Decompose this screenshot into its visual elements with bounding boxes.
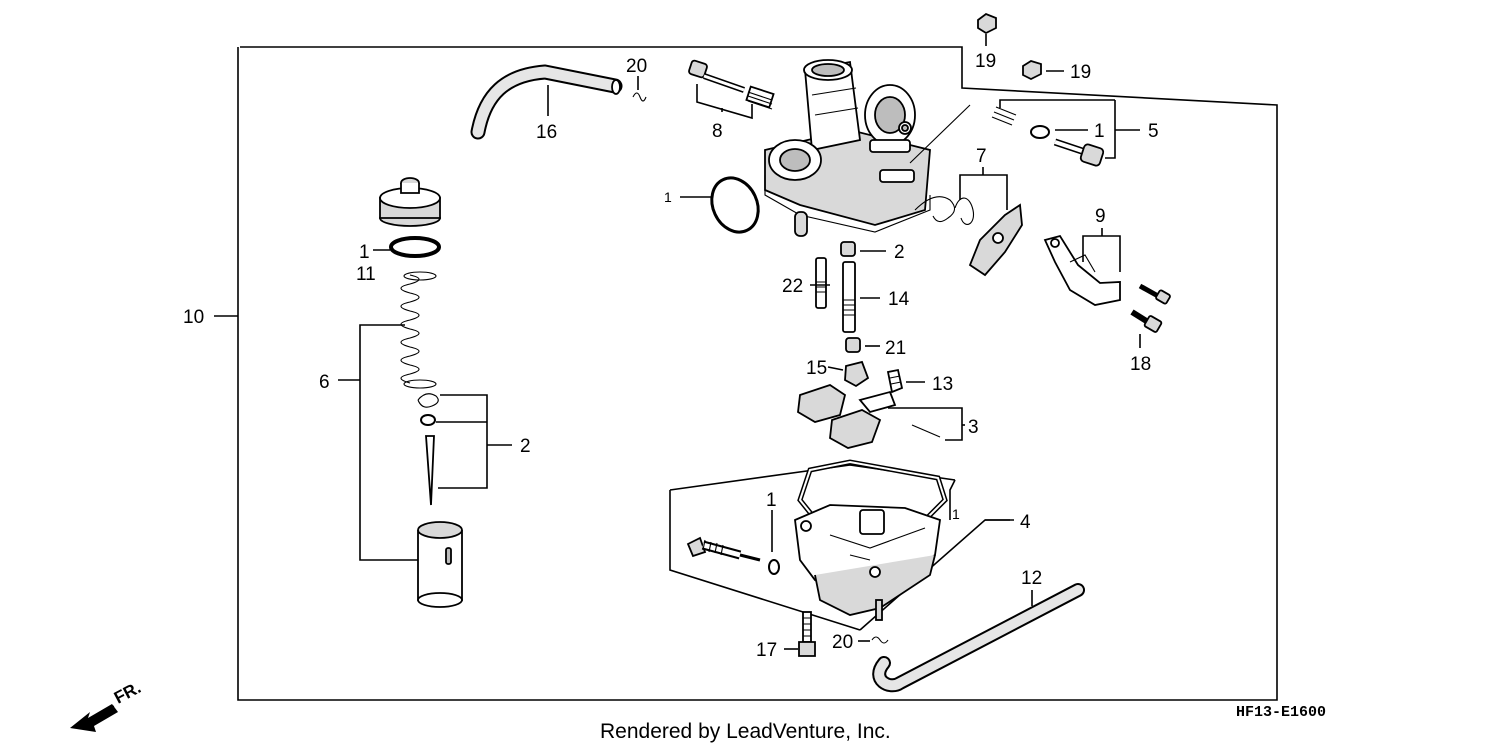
slow-jet-22 xyxy=(815,257,827,309)
callout-1-gasket: 1 xyxy=(952,506,960,522)
vent-tube-16 xyxy=(470,64,623,140)
leader-9 xyxy=(1082,235,1121,272)
drain-screw xyxy=(686,536,761,562)
credit-text: Rendered by LeadVenture, Inc. xyxy=(600,720,891,743)
bowl-group-outline xyxy=(669,464,1010,631)
jet-needle xyxy=(425,435,435,506)
leader-6 xyxy=(359,324,418,561)
callout-22: 22 xyxy=(782,276,803,297)
throttle-valve-spring xyxy=(400,271,437,389)
float-valve-13 xyxy=(886,368,904,394)
needle-jet-holder-14 xyxy=(842,261,856,333)
float-chamber xyxy=(794,504,941,621)
assembly-boundary-line xyxy=(237,46,1278,701)
clip-20-top xyxy=(632,92,647,102)
screw-18-b xyxy=(1130,309,1163,333)
cap-19-b xyxy=(1022,60,1042,81)
needle-washer xyxy=(420,414,436,426)
throttle-stop-screw-8 xyxy=(688,59,775,110)
callout-19-b: 19 xyxy=(1070,62,1091,83)
callout-5: 5 xyxy=(1148,121,1159,142)
callout-1-intake: 1 xyxy=(664,189,672,205)
float-3 xyxy=(797,384,941,449)
callout-3: 3 xyxy=(968,417,979,438)
leader-8 xyxy=(696,84,753,120)
diagram-code: HF13-E1600 xyxy=(1236,704,1326,721)
clip-20-bottom xyxy=(871,636,889,644)
callout-15: 15 xyxy=(806,358,827,379)
front-label: FR. xyxy=(111,678,144,708)
callout-11: 11 xyxy=(356,264,376,285)
leader-3 xyxy=(888,407,963,441)
callout-1-cap: 1 xyxy=(359,242,370,263)
callout-2-needle: 2 xyxy=(520,436,531,457)
callout-13: 13 xyxy=(932,374,953,395)
callout-1-bowl: 1 xyxy=(766,490,777,511)
oring-1-cap xyxy=(389,236,441,258)
callout-20-top: 20 xyxy=(626,56,647,77)
carburetor-body xyxy=(764,59,931,237)
front-arrow-icon xyxy=(70,704,118,732)
pilot-screw-set-5 xyxy=(909,104,1105,167)
callout-2-seat: 2 xyxy=(894,242,905,263)
float-valve-15 xyxy=(844,360,870,388)
needle-seat-2 xyxy=(840,241,856,257)
callout-17: 17 xyxy=(756,640,777,661)
callout-18: 18 xyxy=(1130,354,1151,375)
throttle-lever-7 xyxy=(914,196,1023,277)
bracket-9 xyxy=(1043,234,1121,306)
callout-7: 7 xyxy=(976,146,987,167)
callout-4: 4 xyxy=(1020,512,1031,533)
screw-17 xyxy=(798,611,816,657)
callout-21: 21 xyxy=(885,338,906,359)
callout-10: 10 xyxy=(183,307,204,328)
callout-6: 6 xyxy=(319,372,330,393)
leader-15 xyxy=(827,366,844,371)
callout-19-a: 19 xyxy=(975,51,996,72)
callout-1-screw: 1 xyxy=(1094,121,1105,142)
callout-9: 9 xyxy=(1095,206,1106,227)
throttle-valve xyxy=(417,521,463,608)
oring-1-bowl xyxy=(768,559,780,575)
leader-7 xyxy=(959,174,1008,210)
main-jet-21 xyxy=(845,337,861,353)
carburetor-top-cap xyxy=(379,177,441,227)
needle-clip xyxy=(417,393,439,408)
screw-18-a xyxy=(1138,283,1171,305)
callout-8: 8 xyxy=(712,121,723,142)
callout-20-bottom: 20 xyxy=(832,632,853,653)
callout-14: 14 xyxy=(888,289,910,310)
leader-2-needle xyxy=(438,394,488,489)
callout-12: 12 xyxy=(1021,568,1042,589)
oring-1-intake xyxy=(710,176,760,234)
drain-tube-12 xyxy=(872,583,1085,693)
cap-19-a xyxy=(977,12,997,35)
callout-16: 16 xyxy=(536,122,557,143)
